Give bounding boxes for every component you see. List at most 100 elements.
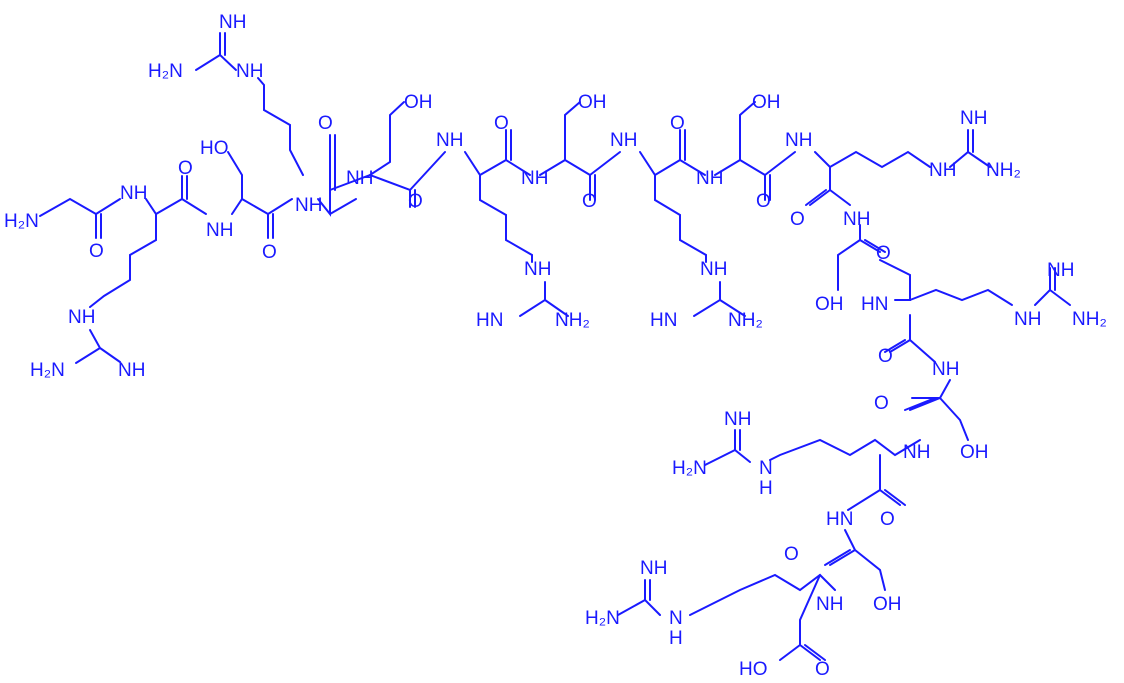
atom-label: O — [878, 346, 893, 367]
atom-label: H — [669, 628, 683, 649]
atom-label: OH — [404, 92, 433, 113]
bond — [617, 579, 661, 616]
atom-label: NH — [696, 168, 723, 189]
atom-label: OH — [578, 92, 607, 113]
bond — [1034, 267, 1071, 306]
bond — [639, 129, 706, 177]
atom-label: NH — [524, 259, 551, 280]
atom-label: H — [759, 478, 773, 499]
bond — [564, 151, 621, 201]
atom-label: NH — [932, 359, 959, 380]
bond — [909, 288, 1013, 306]
atom-label: NH — [436, 130, 463, 151]
atom-label: NH₂ — [986, 160, 1021, 181]
bond — [257, 77, 304, 176]
atom-label: NH — [1047, 260, 1074, 281]
atom-label: NH — [640, 558, 667, 579]
atom-label: NH — [700, 259, 727, 280]
bond — [693, 281, 746, 317]
atom-label: NH — [68, 307, 95, 328]
atom-label: HO — [200, 138, 229, 159]
bond — [805, 166, 851, 206]
atom-label: NH — [346, 168, 373, 189]
atom-label: HO — [739, 659, 768, 680]
atom-label: NH — [816, 594, 843, 615]
bond — [847, 454, 906, 511]
atom-label: O — [790, 209, 805, 230]
bond — [195, 32, 237, 71]
atom-label: O — [876, 243, 891, 264]
bond — [329, 101, 405, 191]
atom-label: O — [89, 241, 104, 262]
bond — [879, 259, 911, 301]
bond — [739, 151, 796, 201]
atom-label: HN — [476, 310, 503, 331]
bond — [464, 129, 531, 177]
atom-label: OH — [752, 92, 781, 113]
atom-label: O — [880, 509, 895, 530]
atom-label: NH — [785, 130, 812, 151]
atom-label: HN — [861, 294, 888, 315]
atom-label: N — [669, 608, 683, 629]
bond — [145, 175, 207, 216]
atom-label: NH — [960, 108, 987, 129]
bond — [317, 189, 357, 217]
atom-label: OH — [960, 442, 989, 463]
atom-label: NH — [118, 360, 145, 381]
atom-label: NH — [903, 442, 930, 463]
bond — [519, 281, 569, 317]
atom-label: H₂N — [148, 61, 183, 82]
bond — [714, 101, 756, 176]
atom-label: NH — [724, 409, 751, 430]
atom-label: O — [178, 158, 193, 179]
bond — [227, 151, 243, 200]
bond — [689, 573, 836, 616]
atom-label: O — [670, 113, 685, 134]
atom-label: HN — [650, 310, 677, 331]
atom-label: N — [759, 458, 773, 479]
bond — [539, 101, 581, 176]
atom-label: H₂N — [4, 211, 39, 232]
bond — [814, 150, 931, 169]
atom-label: NH — [206, 220, 233, 241]
atom-label: NH — [1014, 309, 1041, 330]
atom-label: NH₂ — [555, 310, 590, 331]
atom-label: NH₂ — [1072, 309, 1107, 330]
atom-label: O — [582, 191, 597, 212]
atom-label: NH — [843, 209, 870, 230]
atom-label: NH₂ — [728, 310, 763, 331]
bond — [704, 429, 751, 466]
bond — [837, 224, 886, 291]
bond — [75, 329, 121, 364]
bond — [949, 129, 991, 168]
atom-label: O — [408, 191, 423, 212]
atom-label: O — [494, 113, 509, 134]
atom-label: HN — [826, 509, 853, 530]
bond — [779, 574, 826, 661]
atom-label: NH — [929, 160, 956, 181]
bond — [369, 151, 446, 208]
atom-label: O — [756, 191, 771, 212]
atom-label: NH — [295, 195, 322, 216]
bond — [329, 134, 336, 191]
bond — [231, 197, 293, 239]
bond — [654, 174, 707, 263]
bond — [769, 438, 921, 461]
bond — [884, 314, 936, 363]
bond — [479, 174, 533, 263]
bond — [39, 197, 121, 239]
atom-label: NH — [219, 12, 246, 33]
atom-label: O — [815, 659, 830, 680]
atom-label: OH — [815, 294, 844, 315]
atom-label: H₂N — [585, 608, 620, 629]
atom-label: H₂N — [30, 360, 65, 381]
atom-label: NH — [236, 61, 263, 82]
bond — [89, 213, 157, 308]
atom-label: NH — [521, 168, 548, 189]
atom-label: OH — [873, 594, 902, 615]
atom-label: O — [262, 242, 277, 263]
bond — [824, 529, 886, 591]
atom-label: H₂N — [672, 458, 707, 479]
bond — [904, 379, 969, 441]
